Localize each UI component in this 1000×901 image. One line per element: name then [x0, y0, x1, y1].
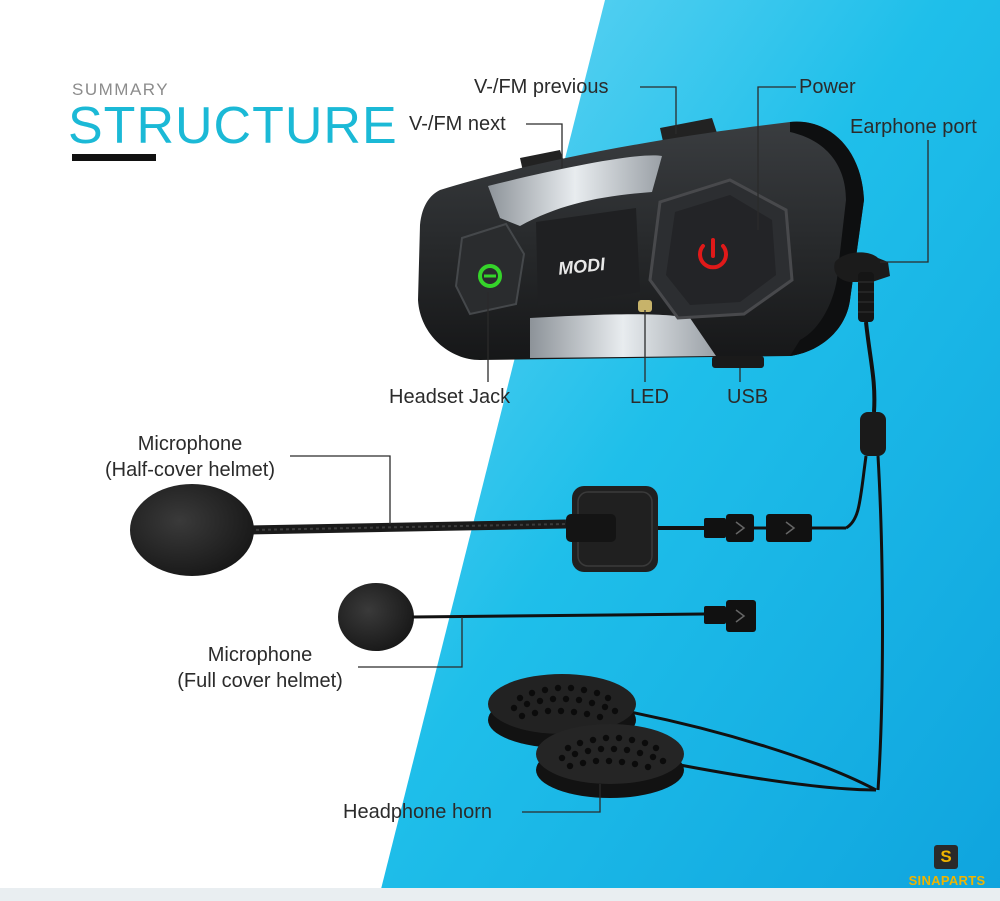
label-mic-half-title: Microphone: [137, 433, 243, 455]
leader-lines: [290, 86, 929, 813]
led-light: [638, 300, 652, 312]
device-side: [790, 121, 864, 356]
leader-headphone-horn: [522, 784, 601, 813]
label-mic-full-title: Microphone: [207, 644, 313, 666]
brand-watermark: S SINAPARTS: [900, 845, 994, 895]
connector-chain: [656, 514, 846, 542]
page-title: STRUCTURE: [68, 97, 398, 155]
label-power: Power: [799, 76, 856, 98]
label-fm-next: V-/FM next: [409, 113, 506, 135]
microphone-half-helmet: [130, 484, 658, 576]
speaker-holes-front: [558, 734, 667, 771]
label-headset-jack: Headset Jack: [389, 386, 511, 408]
silver-accent-bottom: [530, 314, 716, 358]
brand-name: SINAPARTS: [908, 873, 986, 888]
leader-fm-next: [526, 123, 563, 168]
bottom-fade-strip: [0, 888, 1000, 901]
headphone-speakers: [488, 674, 877, 798]
headset-jack-button: [454, 222, 526, 316]
label-headphone-horn: Headphone horn: [343, 801, 493, 823]
usb-flap: [712, 356, 764, 368]
leader-fm-previous: [640, 86, 677, 134]
leader-mic-full: [358, 617, 463, 668]
leader-mic-half: [290, 455, 391, 524]
label-usb: USB: [727, 386, 769, 408]
leader-power: [757, 86, 796, 230]
intercom-device: MODI: [418, 118, 864, 368]
speaker-holes-back: [510, 684, 619, 721]
earphone-cable: [834, 252, 890, 791]
title-underline: [72, 154, 156, 161]
brand-logo-icon: S: [934, 845, 958, 869]
label-mic-full-sub: (Full cover helmet): [177, 670, 343, 692]
label-earphone-port: Earphone port: [850, 116, 977, 138]
label-mic-half-sub: (Half-cover helmet): [104, 459, 276, 481]
label-fm-previous: V-/FM previous: [474, 76, 609, 98]
logo-plate: [536, 208, 640, 306]
label-led: LED: [630, 386, 669, 408]
leader-earphone-port: [880, 140, 929, 263]
device-logo: MODI: [557, 254, 607, 279]
section-kicker: SUMMARY: [72, 80, 170, 99]
microphone-full-helmet: [338, 583, 756, 651]
silver-accent-top: [488, 155, 662, 226]
